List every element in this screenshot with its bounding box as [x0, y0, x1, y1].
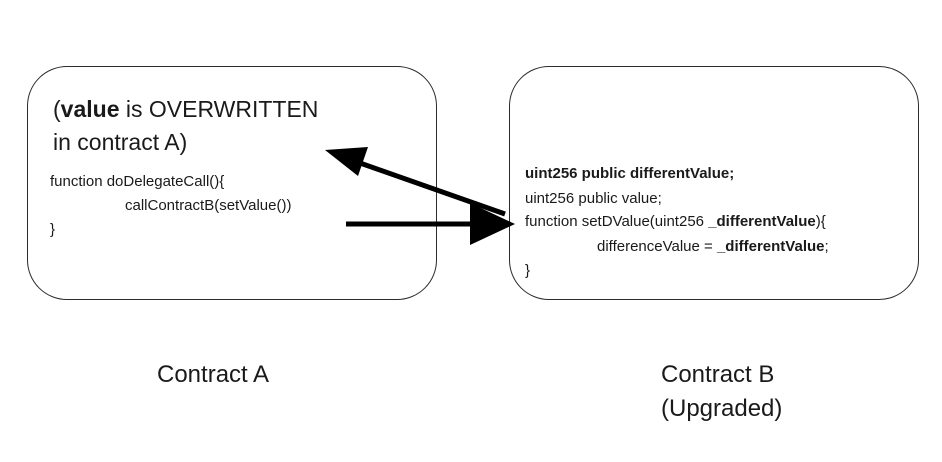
overwrite-arrow — [325, 147, 506, 217]
setdvalue-signature: function setDValue(uint256 — [525, 213, 709, 230]
overwrite-arrow-head — [325, 147, 368, 176]
assignment-semicolon: ; — [824, 238, 829, 255]
contract-b-code-line2: uint256 public value; — [525, 190, 662, 207]
assignment-lhs: differenceValue = — [597, 238, 717, 255]
note-rest: is OVERWRITTEN — [119, 96, 319, 122]
contract-b-caption: Contract B — [661, 361, 775, 388]
delegatecall-arrow-head — [470, 203, 515, 245]
assignment-param: _differentValue — [716, 238, 825, 255]
contract-a-code-line3: } — [50, 221, 56, 238]
overwritten-note-line2: in contract A) — [53, 129, 188, 155]
contract-b-box — [509, 66, 919, 300]
note-open-paren: ( — [53, 96, 61, 122]
delegatecall-arrow — [346, 203, 515, 245]
setdvalue-brace: ){ — [815, 213, 826, 230]
overwritten-note-line1: (value is OVERWRITTEN — [53, 98, 318, 121]
contract-a-code-line1: function doDelegateCall(){ — [50, 173, 225, 190]
contract-b-code-line5: } — [525, 262, 531, 279]
overwrite-arrow-shaft — [359, 160, 506, 217]
contract-b-code-line3: function setDValue(uint256 _differentVal… — [525, 214, 826, 229]
contract-a-box — [27, 66, 437, 300]
contract-b-code-line4: differenceValue = _differentValue; — [597, 239, 829, 254]
contract-a-code-line2: callContractB(setValue()) — [125, 197, 292, 214]
contract-b-caption-upgraded: (Upgraded) — [661, 395, 783, 422]
setdvalue-param: _differentValue — [708, 213, 816, 230]
contract-a-caption: Contract A — [157, 361, 270, 388]
contract-b-code-line1: uint256 public differentValue; — [525, 165, 735, 182]
note-keyword-value: value — [60, 96, 120, 122]
